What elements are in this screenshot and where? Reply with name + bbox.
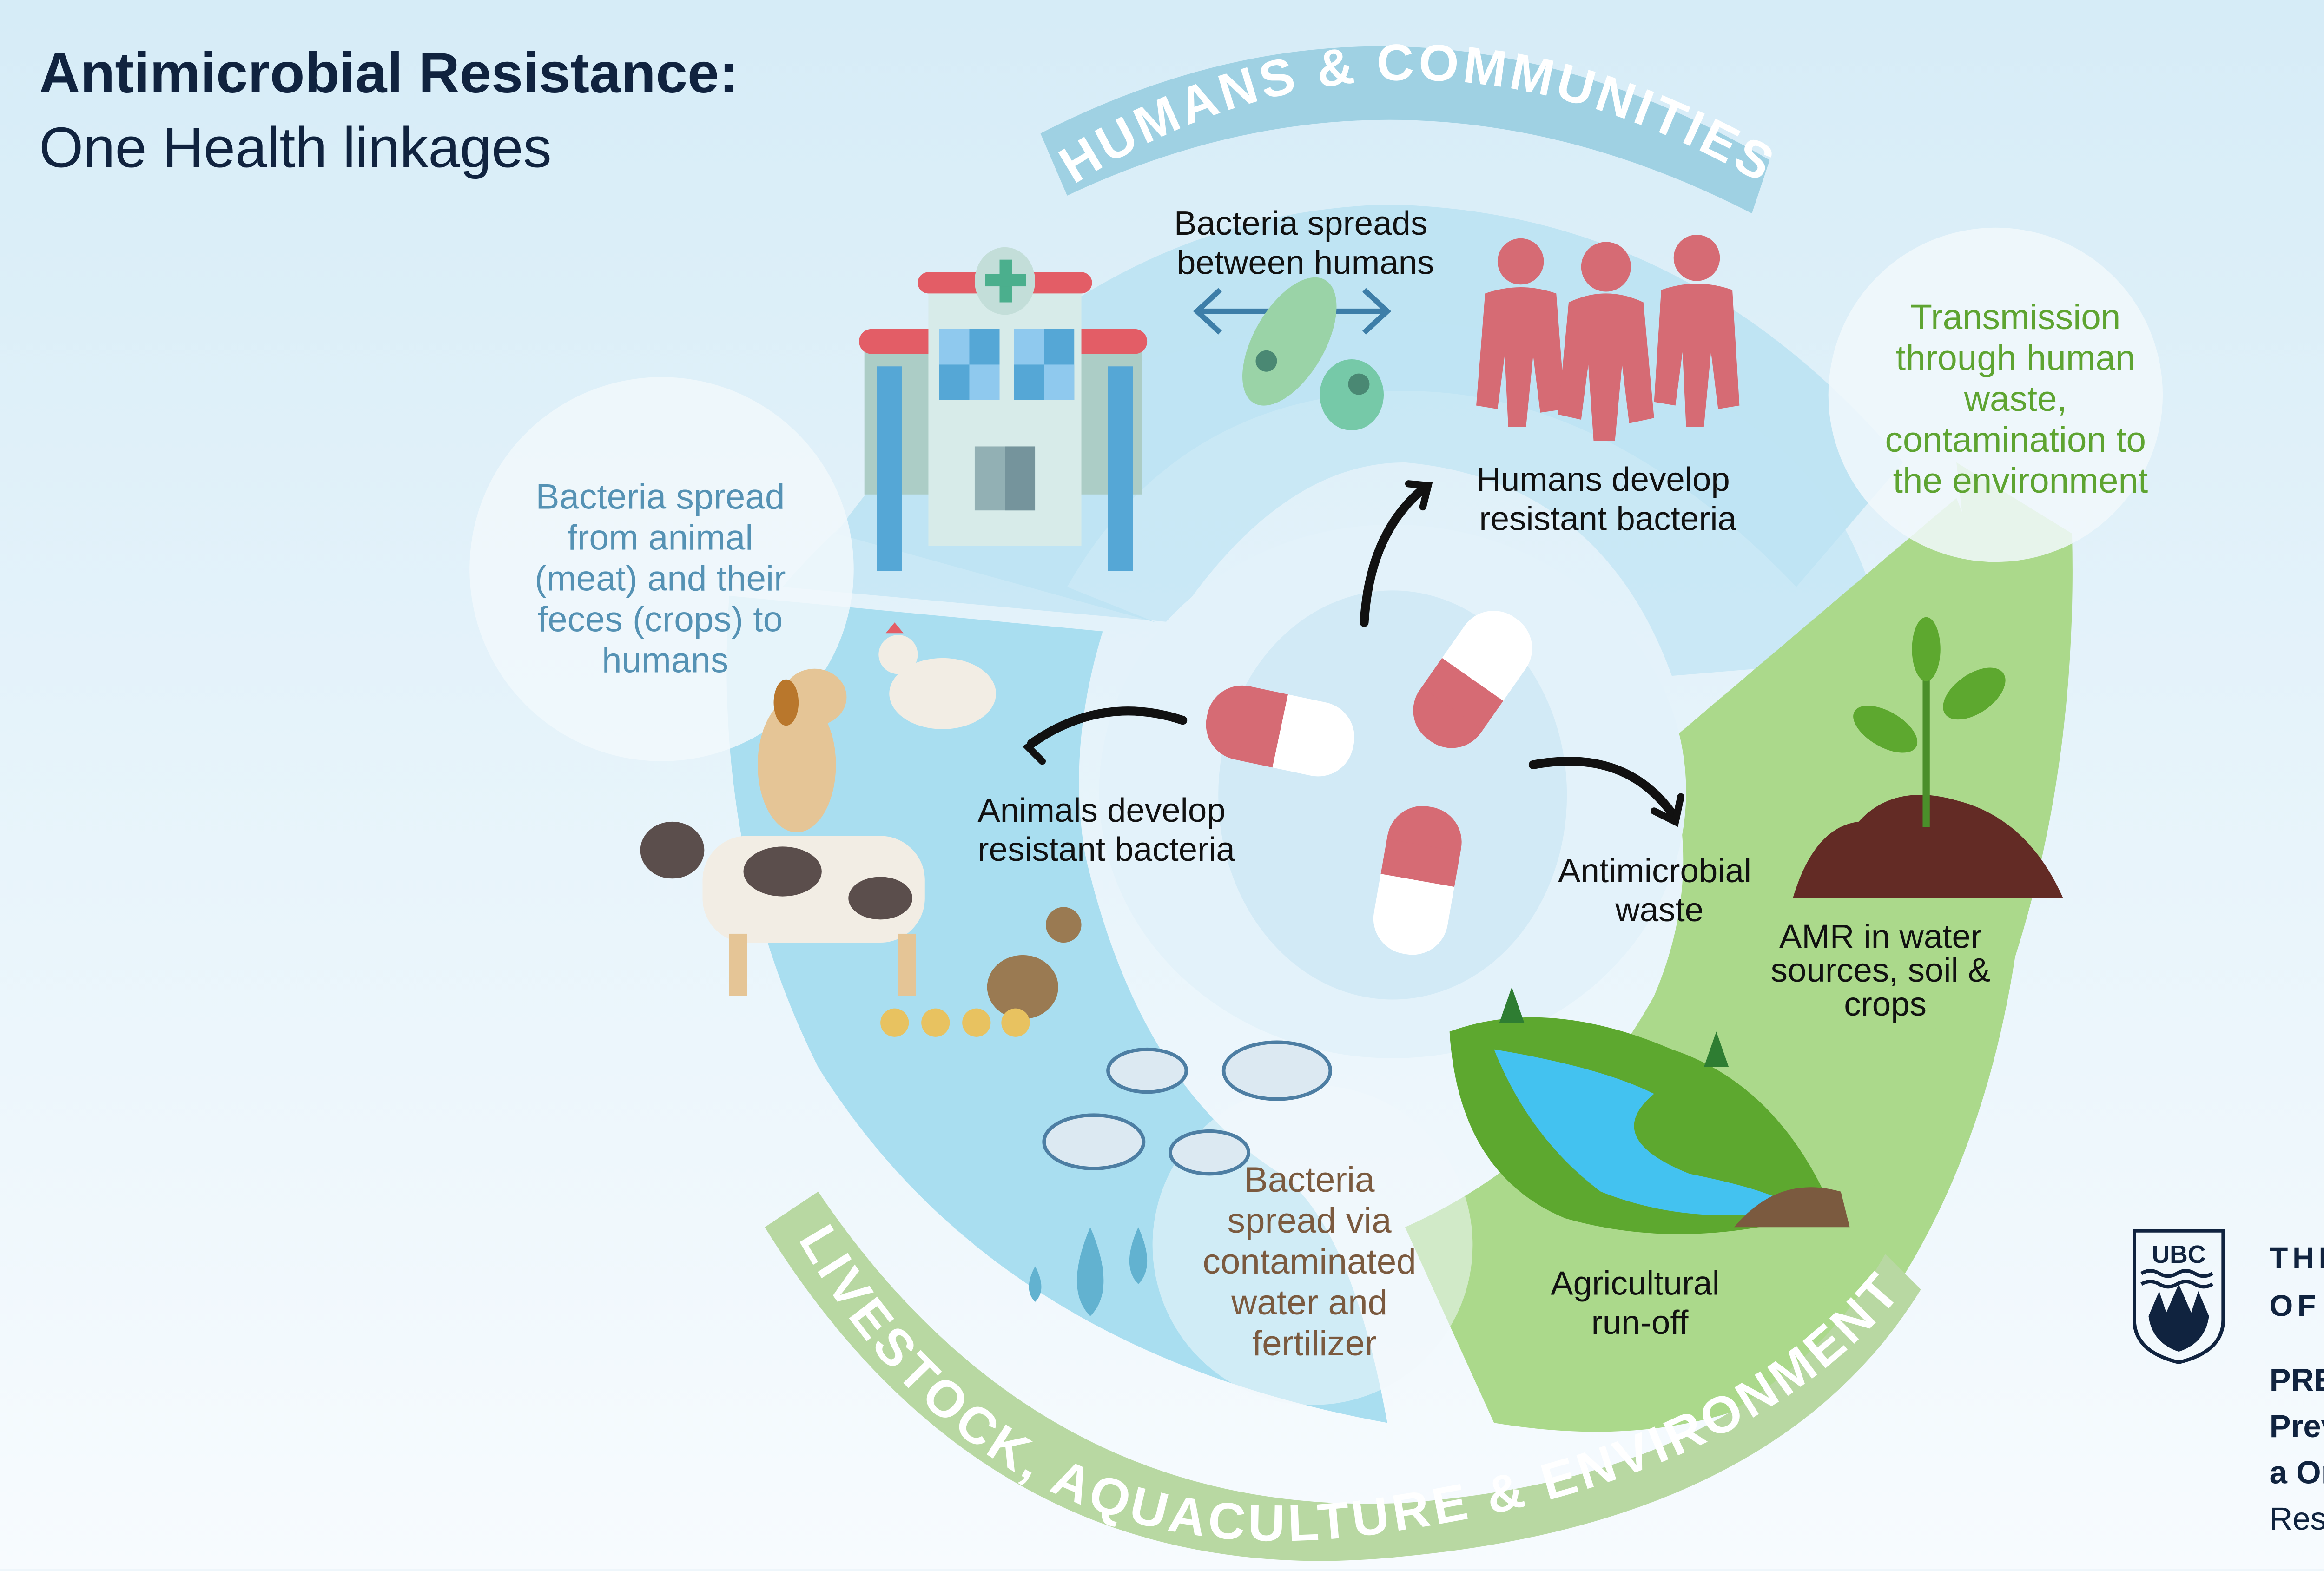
arrow-icons <box>1022 480 1684 827</box>
river-landscape-icon <box>1449 987 1850 1234</box>
ubc-branding: UBC THE UNIVERSITY OF BRITISH COLUMBIA P… <box>2133 1229 2324 1537</box>
program-line3: a One Health Approach <box>2270 1454 2324 1490</box>
water-drops-icon <box>1029 1227 1148 1316</box>
ubc-crest-logo: UBC <box>2133 1229 2225 1365</box>
label-antimicrobial-waste: Antimicrobial waste <box>1558 852 1761 929</box>
label-between-humans: Bacteria spreads between humans <box>1174 205 1437 281</box>
label-transmission: Transmission through human waste, contam… <box>1885 297 2156 501</box>
label-water-fertilizer: Bacteria spread via contaminated water a… <box>1202 1160 1426 1363</box>
dog-icon <box>758 668 847 832</box>
hospital-icon <box>859 247 1148 571</box>
page-title: Antimicrobial Resistance: <box>39 41 738 105</box>
ducks-icon <box>880 907 1082 1037</box>
label-humans-develop: Humans develop resistant bacteria <box>1476 461 1739 537</box>
people-icon <box>1476 235 1740 441</box>
chicken-icon <box>878 622 996 729</box>
bubble-transmission <box>1828 227 2163 562</box>
page-subtitle: One Health linkages <box>39 116 552 179</box>
header: Antimicrobial Resistance: One Health lin… <box>39 41 738 179</box>
soil-plant-icon <box>1793 617 2063 898</box>
program-line4: Research Excellence Cluster <box>2270 1501 2324 1537</box>
label-amr-in-water: AMR in water sources, soil & crops <box>1771 918 2000 1023</box>
label-animals-develop: Animals develop resistant bacteria <box>977 792 1235 868</box>
cow-icon <box>640 821 925 996</box>
arrow-to-environment-icon <box>1528 757 1680 823</box>
arrow-to-humans-icon <box>1360 484 1427 627</box>
program-line2: Prevention of AMR via <box>2270 1408 2324 1444</box>
label-animal-spread: Bacteria spread from animal (meat) and t… <box>535 477 795 680</box>
pill-icons <box>1206 611 1532 955</box>
bubble-animal-spread <box>469 377 854 761</box>
fish-icon <box>1042 1040 1333 1176</box>
program-title: PREVENT-AMR: <box>2270 1362 2324 1398</box>
bacteria-icon <box>1193 277 1392 431</box>
university-name-line2: OF BRITISH COLUMBIA <box>2270 1289 2324 1323</box>
label-agricultural-runoff: Agricultural run-off <box>1551 1265 1729 1341</box>
university-name-line1: THE UNIVERSITY <box>2270 1241 2324 1274</box>
svg-text:UBC: UBC <box>2152 1241 2205 1268</box>
